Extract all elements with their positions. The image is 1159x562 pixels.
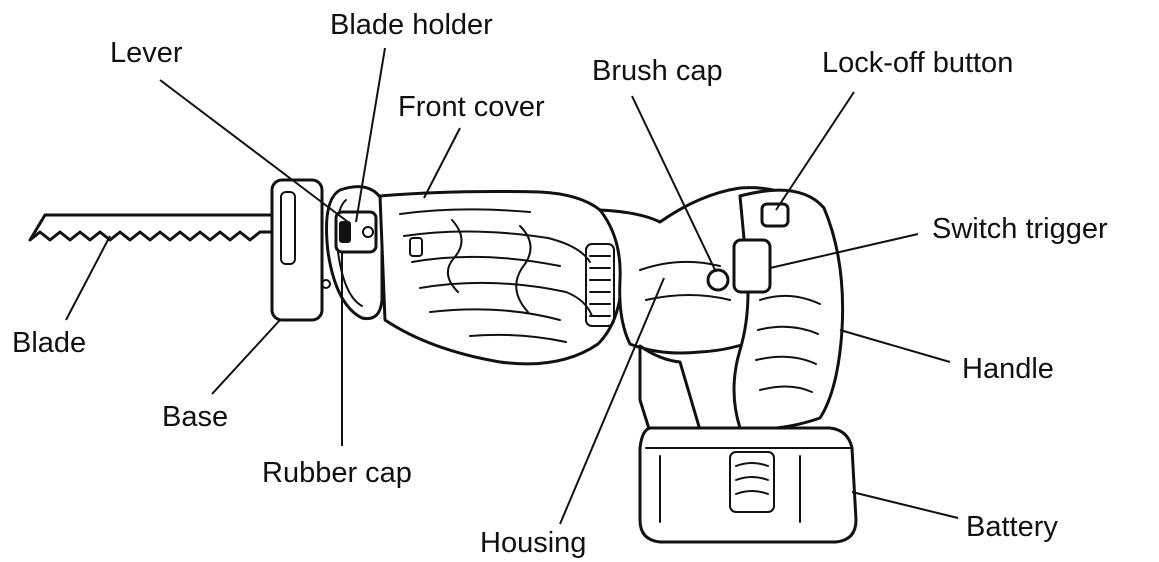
label-lock-off-button: Lock-off button (822, 47, 1014, 79)
leader-blade (65, 235, 111, 321)
blade-shape (28, 213, 277, 242)
label-brush-cap: Brush cap (592, 55, 723, 87)
leader-lock-off-button (775, 91, 855, 211)
label-blade-holder: Blade holder (330, 9, 493, 41)
label-rubber-cap: Rubber cap (262, 457, 412, 489)
base-shape (270, 178, 331, 322)
label-lever: Lever (110, 37, 183, 69)
leader-lines (65, 47, 959, 525)
leader-front-cover (423, 127, 461, 199)
handle-shape (732, 188, 845, 431)
leader-handle (839, 329, 951, 363)
label-switch-trigger: Switch trigger (932, 213, 1108, 245)
blade-holder-shape (334, 210, 378, 254)
leader-brush-cap (631, 95, 717, 273)
battery-shape (638, 426, 858, 544)
label-base: Base (162, 401, 229, 433)
leader-switch-trigger (769, 233, 919, 269)
housing-neck-shape (638, 344, 702, 434)
label-blade: Blade (12, 327, 87, 359)
label-housing: Housing (480, 527, 587, 559)
label-handle: Handle (962, 353, 1054, 385)
leader-blade-holder (355, 47, 386, 223)
leader-base (211, 319, 281, 395)
label-front-cover: Front cover (398, 91, 545, 123)
leader-lever (159, 79, 349, 223)
leader-housing (559, 277, 665, 525)
switch-trigger-shape (732, 238, 772, 294)
label-battery: Battery (966, 511, 1058, 543)
leader-battery (851, 491, 959, 519)
